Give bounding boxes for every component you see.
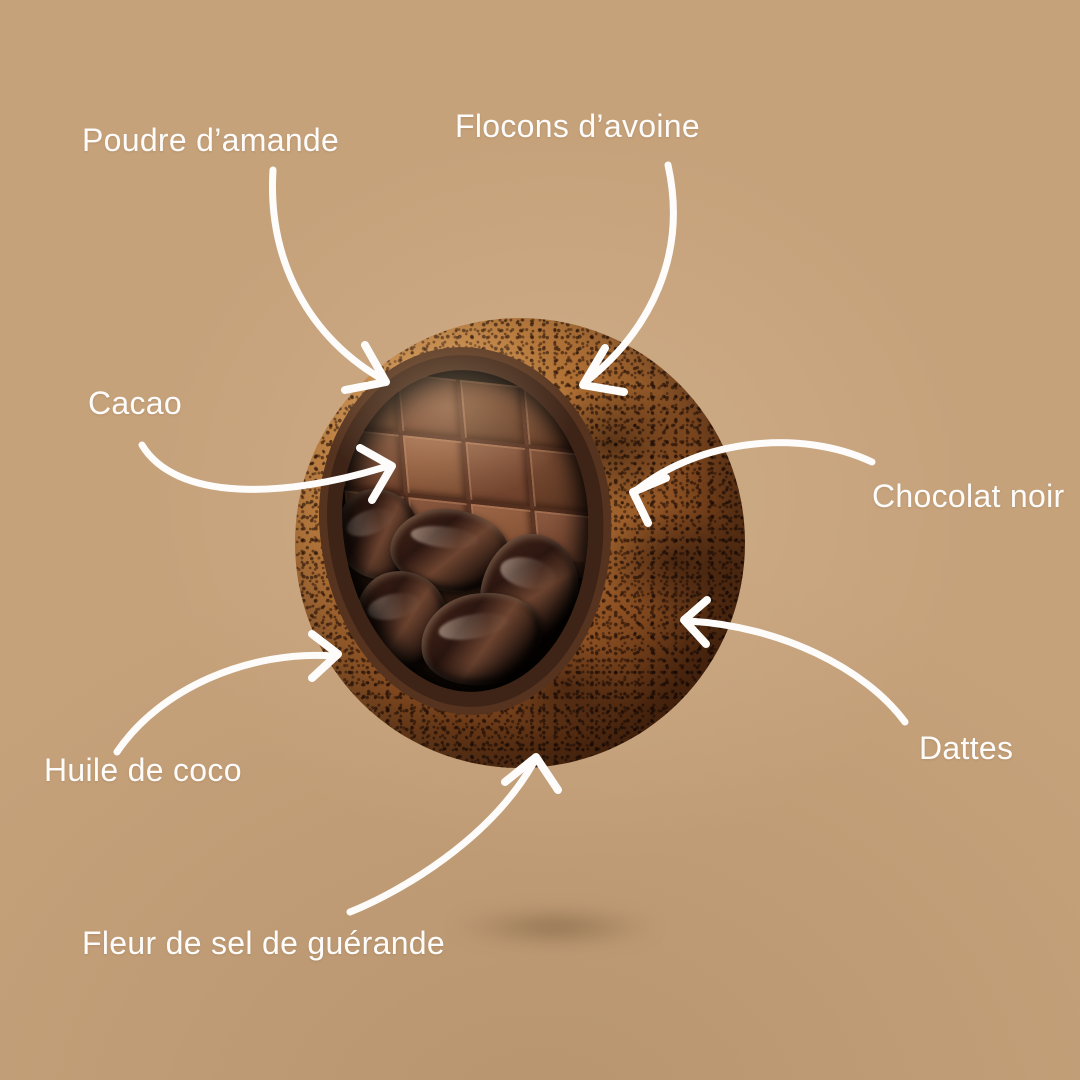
label-huile-de-coco: Huile de coco [44, 752, 242, 788]
cocoa-ball [295, 318, 745, 768]
product-drop-shadow [455, 910, 655, 944]
label-chocolat-noir: Chocolat noir [872, 478, 1065, 514]
arrow-fleur-de-sel [346, 753, 562, 916]
arrow-huile-de-coco [113, 630, 342, 756]
arrow-cacao [138, 441, 396, 504]
label-flocons-davoine: Flocons d’avoine [455, 108, 700, 144]
arrow-chocolat-noir [629, 439, 876, 527]
label-cacao: Cacao [88, 385, 182, 421]
label-dattes: Dattes [919, 730, 1014, 766]
label-poudre-damande: Poudre d’amande [82, 122, 340, 158]
arrow-poudre-damande [269, 166, 390, 394]
arrow-dattes [680, 596, 909, 726]
label-fleur-de-sel: Fleur de sel de guérande [82, 925, 445, 961]
arrow-flocons-davoine [579, 161, 677, 396]
